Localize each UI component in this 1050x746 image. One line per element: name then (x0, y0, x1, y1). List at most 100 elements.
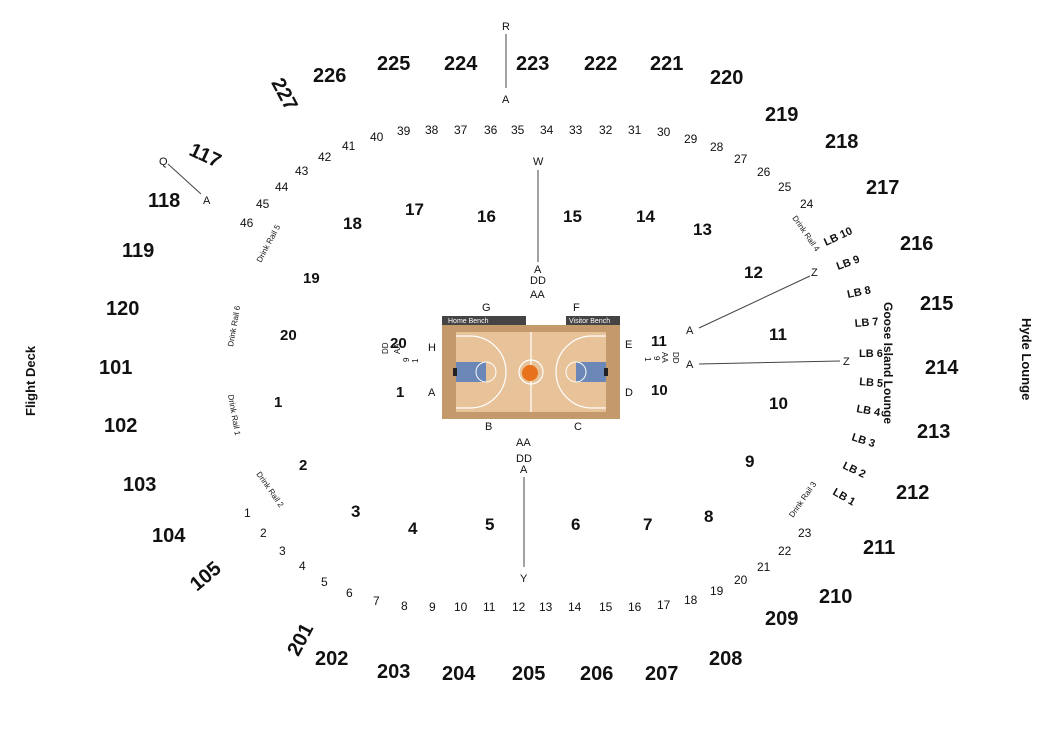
lb-5[interactable]: LB 5 (859, 376, 884, 390)
section-inner-14[interactable]: 14 (636, 207, 655, 226)
section-inner-1[interactable]: 1 (274, 394, 282, 411)
section-226[interactable]: 226 (313, 65, 346, 87)
section-220[interactable]: 220 (710, 67, 743, 89)
section-118[interactable]: 118 (148, 190, 180, 212)
section-211[interactable]: 211 (863, 537, 895, 559)
bottom-row-numbers: 1 2 3 4 5 6 7 8 9 10 11 12 13 14 15 16 1… (244, 506, 812, 614)
floor-letter-h: H (428, 342, 436, 354)
section-inner-7[interactable]: 7 (643, 515, 652, 534)
section-102[interactable]: 102 (104, 415, 137, 437)
section-117[interactable]: 117 (186, 139, 225, 173)
lb-7[interactable]: LB 7 (854, 316, 879, 330)
row-line-z2 (698, 360, 841, 365)
section-212[interactable]: 212 (896, 482, 929, 504)
drink-rail-3: Drink Rail 3 (787, 480, 818, 519)
section-216[interactable]: 216 (900, 233, 933, 255)
row-32: 32 (599, 123, 613, 137)
section-inner-3[interactable]: 3 (351, 502, 360, 521)
section-inner-20[interactable]: 20 (280, 327, 297, 344)
section-218[interactable]: 218 (825, 131, 858, 153)
lb-1[interactable]: LB 1 (831, 486, 858, 508)
section-213[interactable]: 213 (917, 421, 950, 443)
section-inner-8[interactable]: 8 (704, 507, 713, 526)
lb-8[interactable]: LB 8 (846, 284, 872, 301)
ft-circle-left (475, 361, 497, 383)
row-marker-y: Y (520, 573, 528, 585)
goose-island-lounge-label[interactable]: Goose Island Lounge (881, 302, 895, 424)
lb-2[interactable]: LB 2 (841, 460, 868, 481)
section-214[interactable]: 214 (925, 357, 959, 379)
section-223[interactable]: 223 (516, 53, 549, 75)
section-inner-12[interactable]: 12 (744, 263, 763, 282)
section-206[interactable]: 206 (580, 663, 613, 685)
section-215[interactable]: 215 (920, 293, 953, 315)
section-inner-15[interactable]: 15 (563, 207, 582, 226)
row-marker-q: Q (159, 156, 168, 168)
lb-10[interactable]: LB 10 (822, 225, 854, 249)
visitor-bench-label: Visitor Bench (569, 318, 610, 325)
section-inner-10[interactable]: 10 (769, 394, 788, 413)
lb-6[interactable]: LB 6 (859, 348, 883, 360)
section-inner-2[interactable]: 2 (299, 457, 307, 474)
section-103[interactable]: 103 (123, 474, 156, 496)
hyde-lounge-label[interactable]: Hyde Lounge (1019, 318, 1034, 400)
section-222[interactable]: 222 (584, 53, 617, 75)
section-201[interactable]: 201 (283, 620, 318, 660)
floor-1[interactable]: 1 (396, 384, 404, 401)
ft-circle-right (565, 361, 587, 383)
row-marker-right-aa: AA (660, 352, 669, 363)
section-210[interactable]: 210 (819, 586, 852, 608)
three-point-left (456, 335, 507, 409)
section-inner-19[interactable]: 19 (303, 270, 320, 287)
section-inner-11[interactable]: 11 (769, 325, 787, 344)
row-b17: 17 (657, 598, 671, 612)
row-46: 46 (240, 216, 254, 230)
section-203[interactable]: 203 (377, 661, 410, 683)
section-inner-6[interactable]: 6 (571, 515, 580, 534)
section-221[interactable]: 221 (650, 53, 683, 75)
basketball-court[interactable]: Home Bench Visitor Bench (442, 316, 620, 419)
floor-20[interactable]: 20 (390, 335, 407, 352)
section-120[interactable]: 120 (106, 298, 139, 320)
section-224[interactable]: 224 (444, 53, 478, 75)
section-inner-4[interactable]: 4 (408, 519, 418, 538)
section-202[interactable]: 202 (315, 648, 348, 670)
section-119[interactable]: 119 (122, 240, 154, 262)
floor-letter-f: F (573, 302, 580, 314)
row-marker-left-1: 1 (411, 358, 420, 363)
section-101[interactable]: 101 (99, 357, 132, 379)
visitor-bench-bar (566, 316, 620, 325)
row-26: 26 (757, 165, 771, 179)
floor-10[interactable]: 10 (651, 382, 668, 399)
section-inner-18[interactable]: 18 (343, 214, 362, 233)
row-marker-z2-a: A (686, 359, 694, 371)
lb-3[interactable]: LB 3 (850, 431, 876, 450)
section-104[interactable]: 104 (152, 525, 186, 547)
section-inner-13[interactable]: 13 (693, 220, 712, 239)
section-207[interactable]: 207 (645, 663, 678, 685)
floor-11[interactable]: 11 (651, 333, 667, 350)
row-b18: 18 (684, 593, 698, 607)
lb-4[interactable]: LB 4 (855, 403, 881, 419)
flight-deck-label[interactable]: Flight Deck (23, 345, 38, 416)
section-219[interactable]: 219 (765, 104, 798, 126)
section-inner-16[interactable]: 16 (477, 207, 496, 226)
drink-rail-2: Drink Rail 2 (254, 470, 285, 509)
section-227[interactable]: 227 (266, 75, 301, 115)
section-105[interactable]: 105 (186, 557, 226, 595)
lb-9[interactable]: LB 9 (835, 253, 862, 272)
section-inner-5[interactable]: 5 (485, 515, 494, 534)
section-204[interactable]: 204 (442, 663, 476, 685)
section-217[interactable]: 217 (866, 177, 899, 199)
row-marker-y-dd: DD (516, 453, 532, 465)
section-205[interactable]: 205 (512, 663, 545, 685)
section-inner-17[interactable]: 17 (405, 200, 424, 219)
section-inner-9[interactable]: 9 (745, 452, 754, 471)
row-marker-w-a: A (534, 264, 542, 276)
section-208[interactable]: 208 (709, 648, 742, 670)
section-225[interactable]: 225 (377, 53, 410, 75)
section-209[interactable]: 209 (765, 608, 798, 630)
row-b1: 1 (244, 506, 251, 520)
row-b7: 7 (373, 594, 380, 608)
